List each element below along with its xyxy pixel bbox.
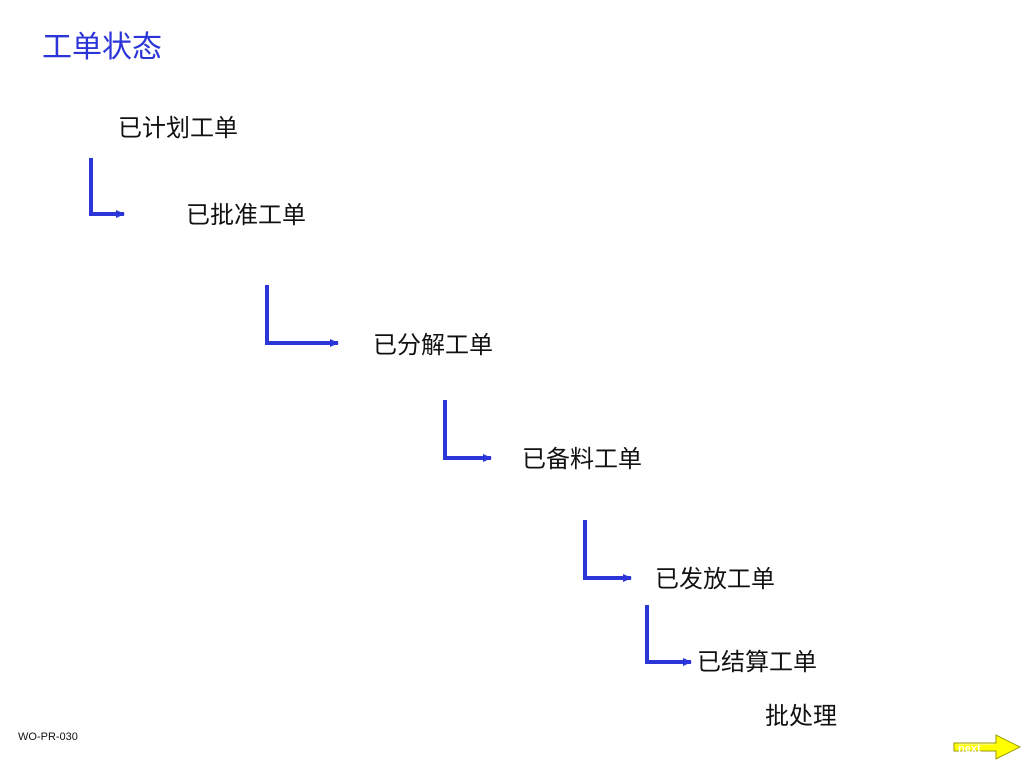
connector-5 [645,605,692,666]
connector-4 [583,520,632,582]
slide-code: WO-PR-030 [18,731,78,743]
state-decomposed: 已分解工单 [373,331,493,359]
connector-3 [443,400,492,462]
state-released: 已发放工单 [655,565,775,593]
connector-1 [89,158,125,218]
state-planned: 已计划工单 [118,114,238,142]
page-title: 工单状态 [42,30,162,65]
connector-2 [265,285,339,347]
state-batch-processing: 批处理 [765,702,837,730]
state-approved: 已批准工单 [186,201,306,229]
next-button-label[interactable]: next [958,743,981,755]
state-settled: 已结算工单 [697,648,817,676]
state-materials-prepared: 已备料工单 [522,445,642,473]
next-arrow-icon[interactable] [952,732,1022,762]
